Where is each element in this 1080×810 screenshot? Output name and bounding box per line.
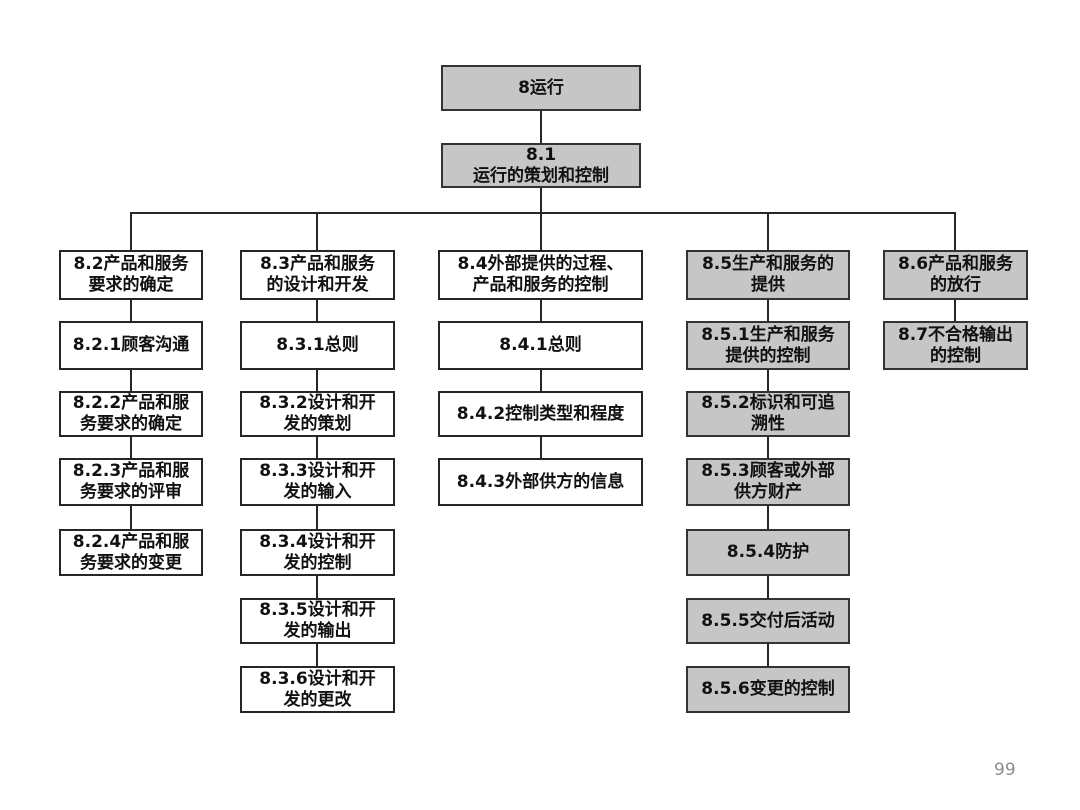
node-8-2-header: 8.2产品和服务 要求的确定: [59, 250, 203, 300]
node-label-line: 发的策划: [283, 414, 352, 434]
node-label-line: 8.2.2产品和服: [72, 393, 190, 413]
node-8-5-6: 8.5.6变更的控制: [686, 666, 850, 713]
connector-horizontal-branch: [130, 212, 956, 214]
node-8-2-4: 8.2.4产品和服 务要求的变更: [59, 529, 203, 576]
connector-column-8-3: [316, 212, 318, 666]
node-8-5-1: 8.5.1生产和服务 提供的控制: [686, 321, 850, 370]
node-label-line: 8.5.3顾客或外部: [701, 461, 835, 481]
node-label-line: 8.5生产和服务的: [701, 254, 835, 274]
node-label-line: 的设计和开发: [266, 275, 369, 295]
node-label-line: 8.2.4产品和服: [72, 531, 190, 552]
node-label-line: 务要求的变更: [80, 552, 182, 573]
node-label-line: 务要求的评审: [80, 482, 182, 502]
node-8-1-planning-control: 8.1 运行的策划和控制: [441, 143, 641, 188]
node-8-3-3: 8.3.3设计和开 发的输入: [240, 458, 395, 506]
node-label-line: 8.3.4设计和开: [259, 531, 376, 552]
node-label-line: 发的输入: [283, 482, 352, 502]
connector-column-8-2: [130, 212, 132, 529]
node-8-4-2: 8.4.2控制类型和程度: [438, 391, 643, 437]
node-label-line: 提供的控制: [725, 345, 811, 366]
node-label-line: 8.4.2控制类型和程度: [456, 403, 625, 424]
node-8-4-3: 8.4.3外部供方的信息: [438, 458, 643, 506]
node-label-line: 发的更改: [283, 689, 352, 710]
node-label-line: 8.1: [525, 144, 557, 165]
node-label-line: 8.7不合格输出: [897, 324, 1014, 345]
node-8-3-2: 8.3.2设计和开 发的策划: [240, 391, 395, 437]
node-8-7: 8.7不合格输出 的控制: [883, 321, 1028, 370]
node-8-5-header: 8.5生产和服务的 提供: [686, 250, 850, 300]
node-8-3-header: 8.3产品和服务 的设计和开发: [240, 250, 395, 300]
node-label-line: 8.5.2标识和可追: [701, 393, 835, 413]
node-label-line: 8.3产品和服务: [259, 254, 376, 274]
node-8-5-2: 8.5.2标识和可追 溯性: [686, 391, 850, 437]
page-number: 99: [994, 760, 1016, 780]
node-label-line: 8.2.1顾客沟通: [72, 335, 190, 355]
node-label-line: 8.5.5交付后活动: [701, 610, 835, 631]
node-8-operation: 8运行: [441, 65, 641, 111]
node-label-line: 运行的策划和控制: [473, 165, 609, 186]
node-8-6-header: 8.6产品和服务 的放行: [883, 250, 1028, 300]
node-label-line: 8.4.1总则: [499, 335, 582, 355]
node-label-line: 提供: [751, 275, 785, 295]
node-label-line: 8.6产品和服务: [897, 254, 1014, 274]
node-label-line: 溯性: [751, 414, 785, 434]
node-label-line: 8.3.3设计和开: [259, 461, 376, 481]
node-8-2-3: 8.2.3产品和服 务要求的评审: [59, 458, 203, 506]
node-label-line: 8.5.1生产和服务: [701, 324, 835, 345]
node-label-line: 发的输出: [283, 621, 352, 641]
node-8-3-4: 8.3.4设计和开 发的控制: [240, 529, 395, 576]
node-8-4-header: 8.4外部提供的过程、 产品和服务的控制: [438, 250, 643, 300]
node-label-line: 要求的确定: [88, 275, 174, 295]
node-label-line: 的放行: [930, 275, 981, 295]
node-label-line: 8.5.6变更的控制: [701, 679, 835, 699]
node-label-line: 8.2产品和服务: [73, 254, 189, 274]
node-label-line: 8.2.3产品和服: [72, 461, 190, 481]
node-8-4-1: 8.4.1总则: [438, 321, 643, 370]
node-label-line: 8.5.4防护: [726, 542, 810, 562]
node-label-line: 发的控制: [283, 552, 352, 573]
node-label-line: 8运行: [518, 77, 564, 98]
node-8-3-6: 8.3.6设计和开 发的更改: [240, 666, 395, 713]
node-8-3-5: 8.3.5设计和开 发的输出: [240, 598, 395, 644]
node-label-line: 的控制: [930, 345, 981, 366]
node-8-3-1: 8.3.1总则: [240, 321, 395, 370]
node-8-5-4: 8.5.4防护: [686, 529, 850, 576]
node-8-5-3: 8.5.3顾客或外部 供方财产: [686, 458, 850, 506]
node-label-line: 供方财产: [734, 482, 802, 502]
node-label-line: 8.3.5设计和开: [259, 600, 376, 620]
node-label-line: 务要求的确定: [80, 414, 182, 434]
node-label-line: 8.3.6设计和开: [259, 668, 376, 689]
node-label-line: 8.4外部提供的过程、: [457, 254, 624, 274]
connector-column-8-5: [767, 212, 769, 666]
node-8-5-5: 8.5.5交付后活动: [686, 598, 850, 644]
node-label-line: 产品和服务的控制: [472, 275, 609, 295]
node-label-line: 8.3.2设计和开: [259, 393, 376, 413]
node-8-2-1: 8.2.1顾客沟通: [59, 321, 203, 370]
node-label-line: 8.3.1总则: [276, 335, 359, 355]
node-8-2-2: 8.2.2产品和服 务要求的确定: [59, 391, 203, 437]
node-label-line: 8.4.3外部供方的信息: [456, 471, 625, 492]
